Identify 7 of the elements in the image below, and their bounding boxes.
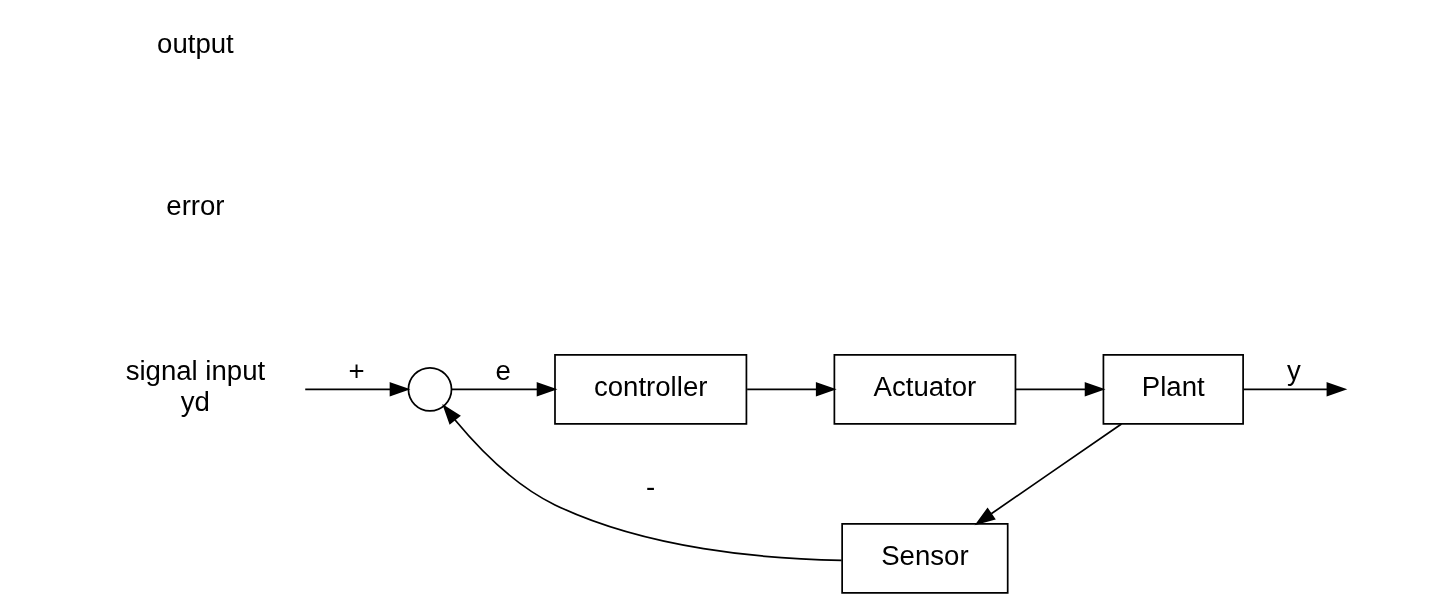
- label: error: [165, 189, 225, 221]
- label: output: [156, 27, 234, 59]
- edge-label: e: [495, 355, 511, 387]
- edge-label: +: [348, 355, 365, 387]
- edge-label: -: [645, 470, 655, 502]
- node-text: signal input yd: [125, 355, 265, 418]
- edge-label: y: [1286, 355, 1301, 387]
